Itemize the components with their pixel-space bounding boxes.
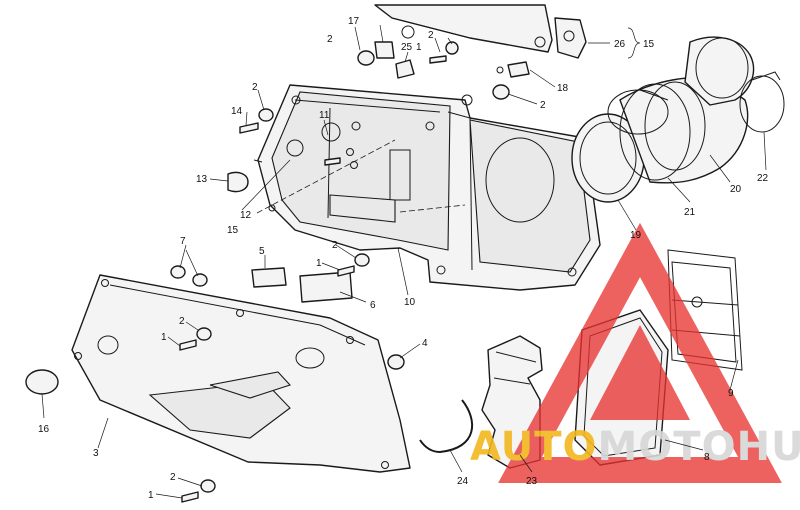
callout-17: 17 <box>348 16 360 27</box>
callout-19: 19 <box>630 230 642 241</box>
callout-25: 25 <box>401 42 413 53</box>
callout-2-mid: 2 <box>332 240 338 251</box>
intake-duct-assembly <box>571 36 785 203</box>
screw-1-mid <box>337 265 355 277</box>
clamp-18 <box>507 61 530 78</box>
callout-14: 14 <box>231 106 243 117</box>
plug-13 <box>227 171 249 193</box>
screw-1-bottom <box>181 491 199 503</box>
callout-18: 18 <box>557 83 569 94</box>
screw-1-cover <box>179 339 197 351</box>
callout-1-mid: 1 <box>316 258 322 269</box>
mounting-rail <box>374 4 553 53</box>
leader-lines <box>41 24 767 499</box>
clip-17 <box>374 41 395 59</box>
bracket-25 <box>395 59 415 79</box>
air-box-housing <box>253 84 601 291</box>
foam-pad-6 <box>299 271 353 303</box>
callout-1-cover: 1 <box>161 332 167 343</box>
grommet-2-top-right <box>445 41 459 55</box>
callout-21: 21 <box>684 207 696 218</box>
callout-1-bottom: 1 <box>148 490 154 501</box>
callout-7: 7 <box>180 236 186 247</box>
callout-9: 9 <box>728 388 734 399</box>
callout-23: 23 <box>526 476 538 487</box>
ring-24 <box>419 399 474 454</box>
screw-12 <box>324 157 341 166</box>
callout-13: 13 <box>196 174 208 185</box>
callout-6: 6 <box>370 300 376 311</box>
grommet-4 <box>387 354 405 370</box>
grommet-2-bottom <box>200 479 216 493</box>
callout-labels: 17 2 2 1 25 26 15 18 2 2 14 11 13 12 15 … <box>38 16 769 501</box>
callout-12: 12 <box>240 210 252 221</box>
grommet-2-cover <box>196 327 212 341</box>
dashed-guide-12 <box>256 139 396 214</box>
screw-1-top <box>429 55 447 64</box>
callout-10: 10 <box>404 297 416 308</box>
callout-15-mid: 15 <box>227 225 239 236</box>
automotohub-watermark: AUTOMOTOHUB <box>470 222 800 483</box>
brace-26-15 <box>627 27 641 59</box>
plug-16 <box>25 369 59 395</box>
bracket-26 <box>554 17 587 59</box>
callout-1-top: 1 <box>416 42 422 53</box>
grommet-7-b <box>192 273 208 287</box>
top-small-parts <box>227 17 587 193</box>
watermark-word: AUTOMOTOHUB <box>470 424 800 470</box>
callout-8: 8 <box>704 452 710 463</box>
grommet-2-left <box>258 108 274 122</box>
callout-24: 24 <box>457 476 469 487</box>
grommet-7-a <box>170 265 186 279</box>
grommet-2-top <box>357 50 375 66</box>
dashed-guide-10 <box>399 204 466 213</box>
callout-2-bottom: 2 <box>170 472 176 483</box>
callout-11: 11 <box>319 110 330 121</box>
callout-16: 16 <box>38 424 50 435</box>
callout-3: 3 <box>93 448 99 459</box>
callout-22: 22 <box>757 173 769 184</box>
grommet-2-mid <box>354 253 370 267</box>
callout-2-top: 2 <box>327 34 333 45</box>
callout-5: 5 <box>259 246 265 257</box>
callout-2-top-right: 2 <box>428 30 434 41</box>
foam-pad-5 <box>251 267 287 288</box>
callout-26: 26 <box>614 39 626 50</box>
callout-20: 20 <box>730 184 742 195</box>
callout-2-left: 2 <box>252 82 258 93</box>
grommet-2-right <box>492 84 510 100</box>
callout-15-top: 15 <box>643 39 655 50</box>
callout-2-right: 2 <box>540 100 546 111</box>
callout-2-cover: 2 <box>179 316 185 327</box>
air-box-cover <box>71 274 411 473</box>
callout-4: 4 <box>422 338 428 349</box>
screw-14 <box>239 122 259 134</box>
